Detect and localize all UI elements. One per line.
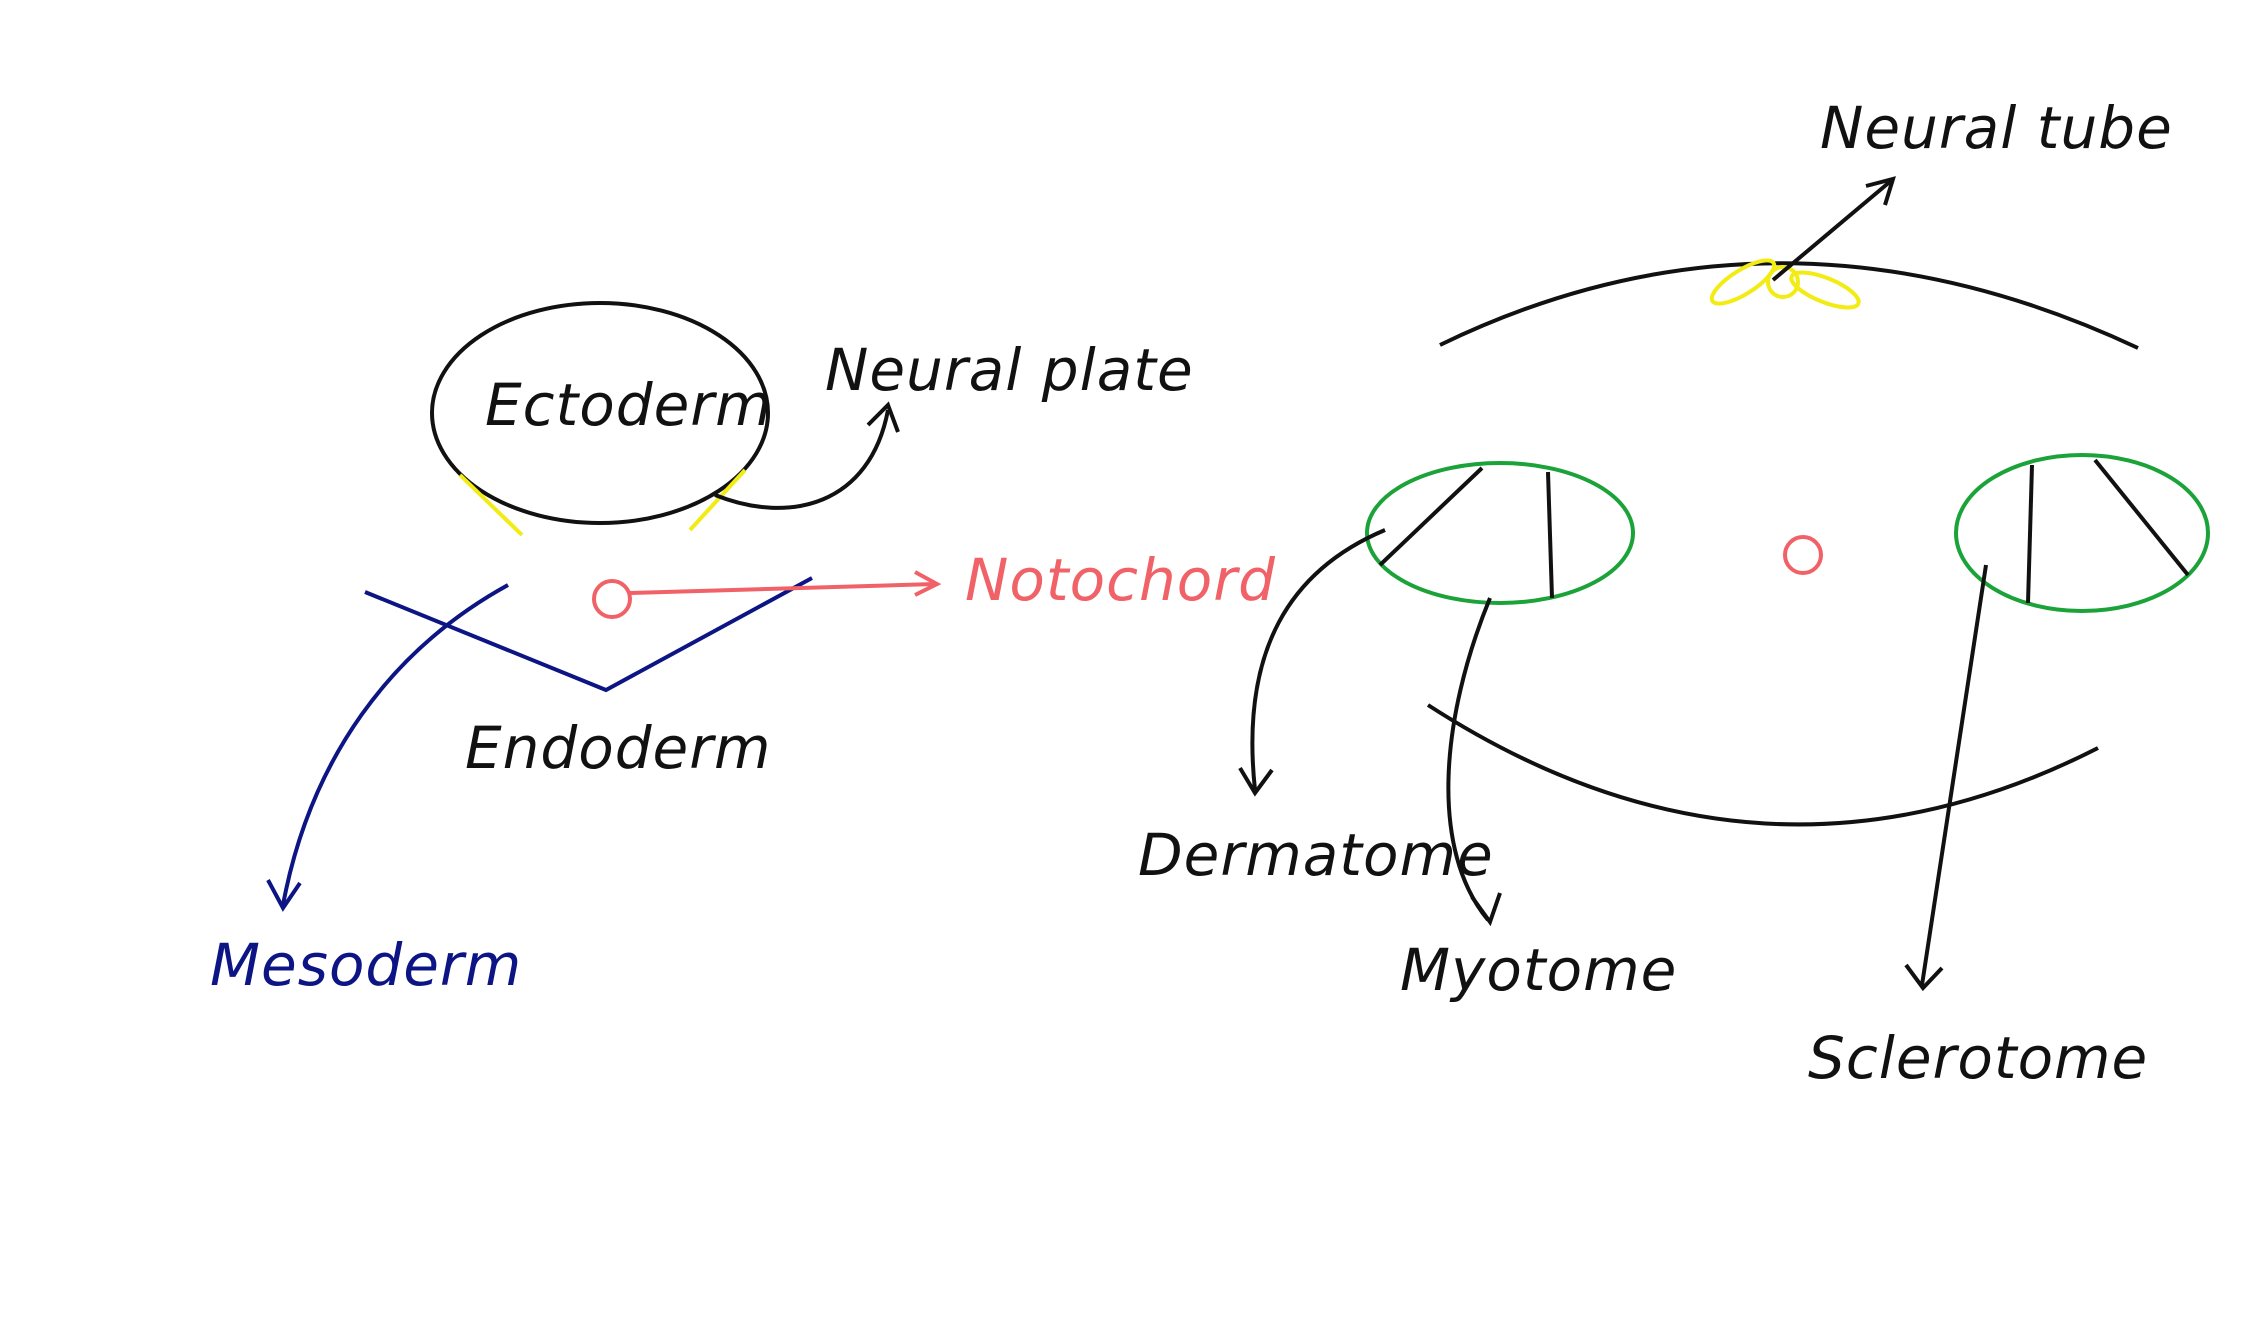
ectoderm-label: Ectoderm bbox=[485, 371, 773, 439]
notochord-circle bbox=[592, 579, 632, 619]
neural-tube-shape bbox=[1709, 258, 1861, 310]
myotome-arrow bbox=[1446, 597, 1492, 922]
neural-plate-mark-right bbox=[688, 468, 747, 532]
dermatome-arrow bbox=[1250, 528, 1386, 791]
somite-left-divider-2 bbox=[1546, 471, 1554, 599]
myotome-arrowhead bbox=[1470, 892, 1502, 927]
top-arc bbox=[1439, 261, 2139, 350]
endoderm-line bbox=[364, 576, 813, 693]
endoderm-label: Endoderm bbox=[465, 714, 772, 782]
dermatome-label: Dermatome bbox=[1138, 821, 1494, 889]
notochord-arrowhead bbox=[914, 570, 942, 597]
dermatome-arrowhead bbox=[1238, 766, 1274, 797]
neural-plate-label: Neural plate bbox=[825, 336, 1194, 404]
somite-right-divider-2 bbox=[2093, 458, 2190, 577]
notochord-circle-right bbox=[1783, 535, 1823, 575]
neural-tube-arrowhead bbox=[1865, 176, 1896, 206]
myotome-label: Myotome bbox=[1400, 936, 1677, 1004]
somite-right bbox=[1954, 453, 2210, 613]
mesoderm-label: Mesoderm bbox=[210, 931, 522, 999]
bottom-arc bbox=[1426, 703, 2099, 827]
somite-left bbox=[1365, 461, 1635, 605]
neural-plate-arrow bbox=[714, 409, 890, 510]
neural-plate-mark-left bbox=[458, 473, 524, 537]
somite-right-divider-1 bbox=[2026, 464, 2034, 604]
right-diagram: Neural tube Dermatome Myotome Sclerotome bbox=[1138, 94, 2210, 1092]
somite-left-divider-1 bbox=[1378, 466, 1484, 567]
ectoderm-oval bbox=[430, 301, 770, 525]
sclerotome-arrow bbox=[1920, 564, 1988, 986]
neural-plate-arrowhead bbox=[866, 401, 900, 433]
mesoderm-arrow bbox=[281, 583, 509, 906]
sclerotome-label: Sclerotome bbox=[1808, 1024, 2148, 1092]
mesoderm-arrowhead bbox=[266, 879, 302, 912]
notochord-arrow bbox=[629, 582, 936, 595]
notochord-label: Notochord bbox=[965, 546, 1276, 614]
neural-tube-label: Neural tube bbox=[1820, 94, 2173, 162]
sclerotome-arrowhead bbox=[1904, 963, 1944, 992]
left-diagram: Ectoderm Neural plate Notochord Endoderm… bbox=[210, 301, 1276, 999]
neural-tube-arrow bbox=[1771, 178, 1894, 282]
